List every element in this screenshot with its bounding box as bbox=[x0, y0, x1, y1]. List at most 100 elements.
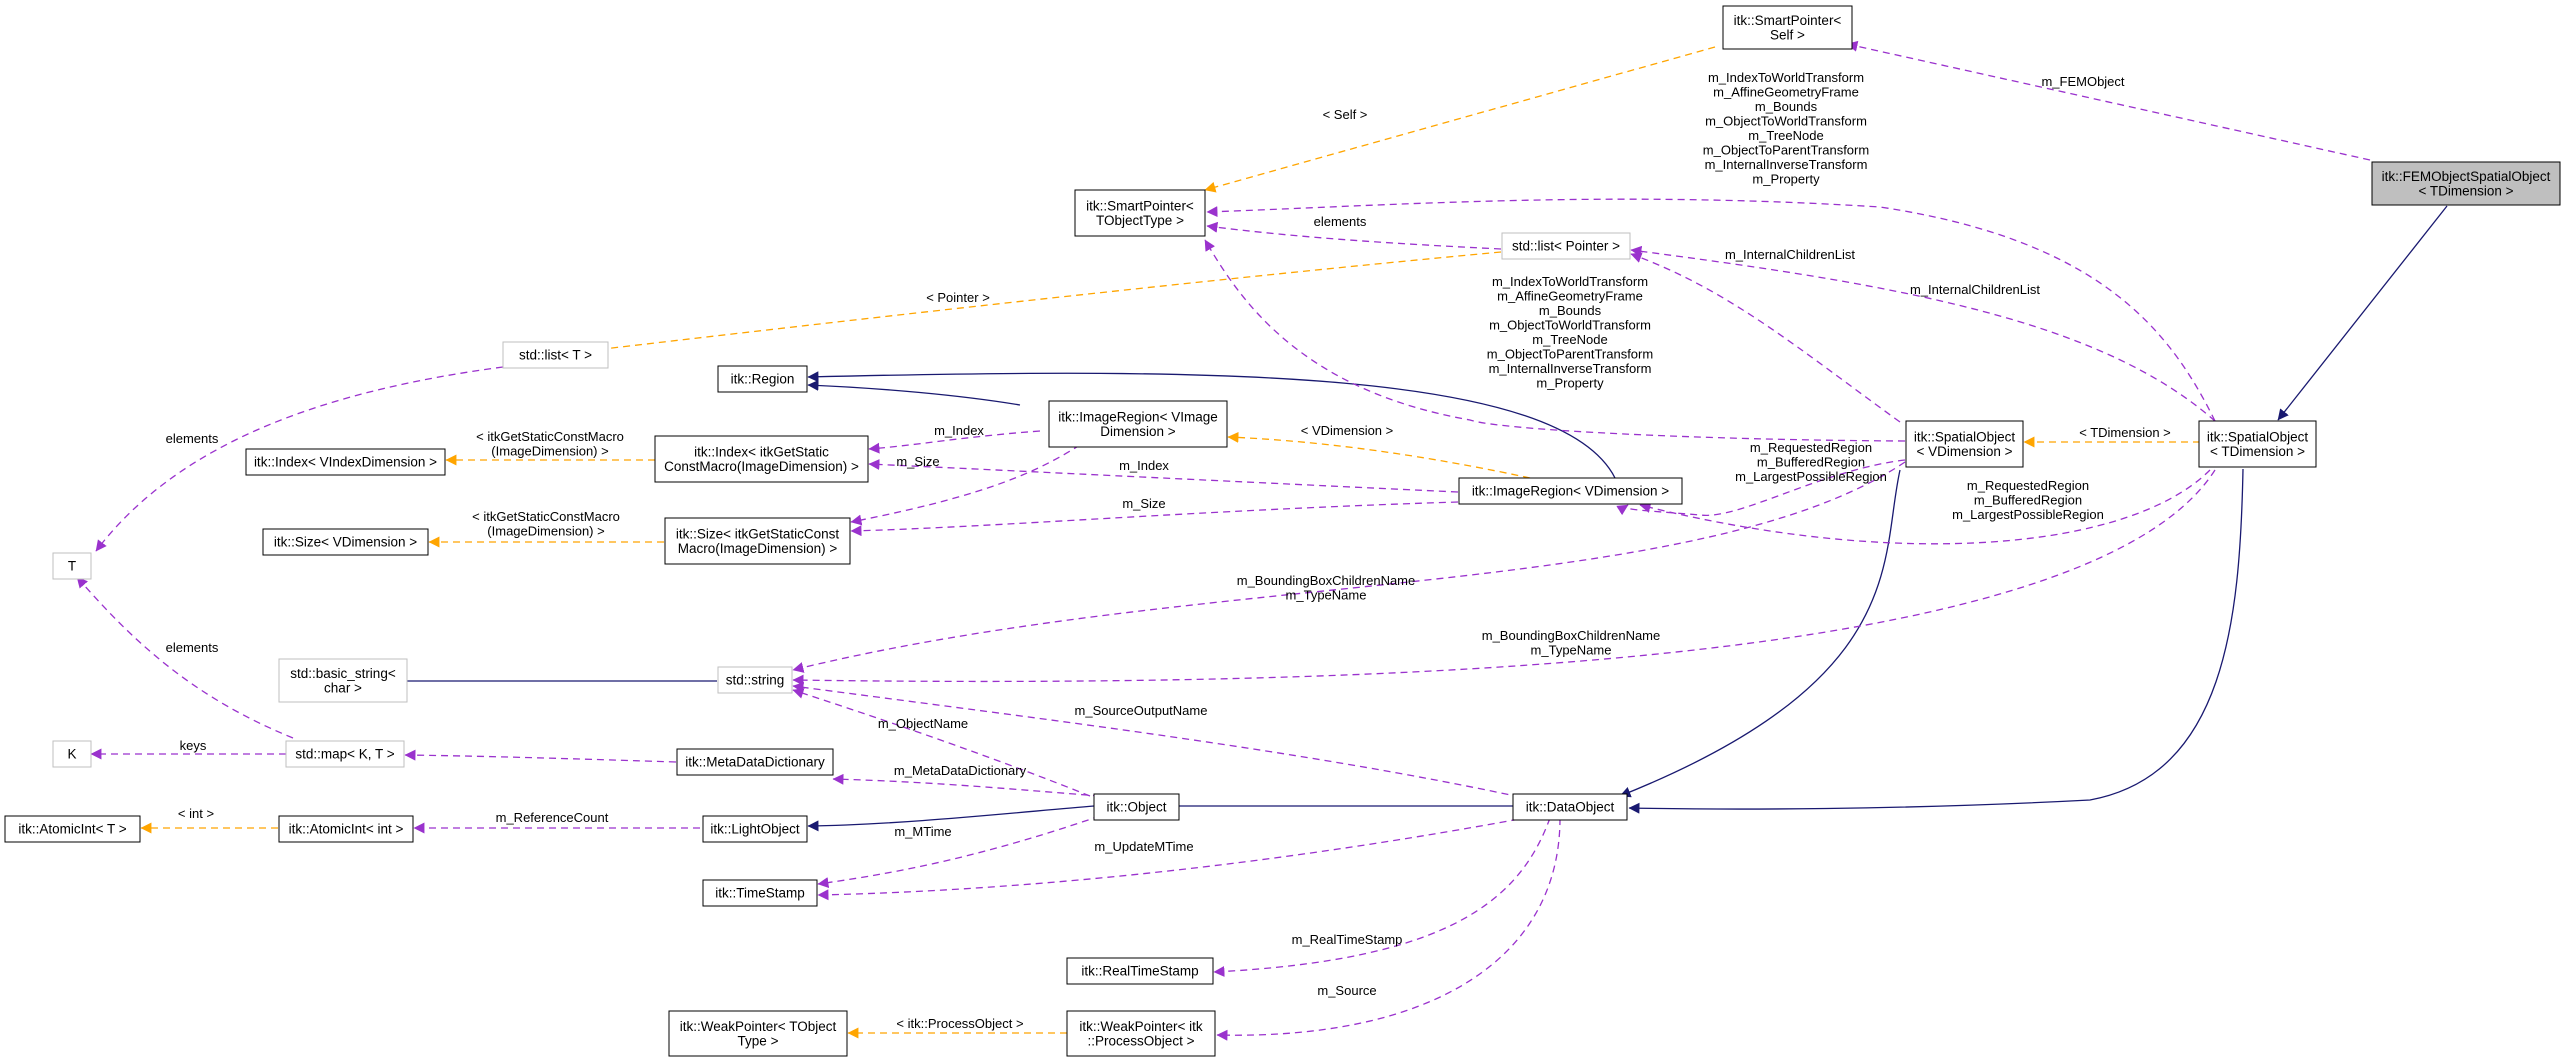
label-procobj-template: < itk::ProcessObject > bbox=[896, 1016, 1023, 1031]
node-smartpointer-self[interactable]: itk::SmartPointer<Self > bbox=[1722, 5, 1853, 50]
node-atomicint-t-label-0: itk::AtomicInt< T > bbox=[18, 822, 126, 837]
node-smartpointer-self-label-0: itk::SmartPointer< bbox=[1734, 13, 1842, 28]
edge-spatialobject-v-inherits-dataobject bbox=[1619, 469, 1901, 798]
edge-dataobject-m-sourceoutputname bbox=[792, 681, 1521, 798]
label-smartpointer-members-top-line-4: m_TreeNode bbox=[1748, 128, 1823, 143]
label-m-objectname-line-0: m_ObjectName bbox=[878, 716, 968, 731]
node-spatialobject-vdimension-label-1: < VDimension > bbox=[1916, 444, 2012, 459]
label-smartpointer-members-top-line-5: m_ObjectToParentTransform bbox=[1703, 143, 1869, 158]
label-m-referencecount: m_ReferenceCount bbox=[496, 810, 609, 825]
label-m-updatemtime-line-0: m_UpdateMTime bbox=[1094, 839, 1193, 854]
label-elements-t2-line-0: elements bbox=[166, 640, 219, 655]
node-imageregion-vimage-box bbox=[1048, 400, 1228, 448]
node-fem-spatialobject[interactable]: itk::FEMObjectSpatialObject< TDimension … bbox=[2371, 161, 2561, 206]
node-index-vindexdimension[interactable]: itk::Index< VIndexDimension > bbox=[245, 448, 446, 476]
node-size-static[interactable]: itk::Size< itkGetStaticConstMacro(ImageD… bbox=[664, 517, 851, 565]
label-smartpointer-members-mid-line-1: m_AffineGeometryFrame bbox=[1497, 289, 1643, 304]
label-regions-v-line-2: m_LargestPossibleRegion bbox=[1735, 469, 1887, 484]
node-basic-string-label-0: std::basic_string< bbox=[290, 666, 396, 681]
node-metadatadictionary[interactable]: itk::MetaDataDictionary bbox=[676, 748, 834, 776]
edge-imageregion-vdim-inherits-region bbox=[807, 371, 1616, 479]
node-realtimestamp[interactable]: itk::RealTimeStamp bbox=[1066, 957, 1214, 985]
label-m-realtimestamp-line-0: m_RealTimeStamp bbox=[1292, 932, 1403, 947]
label-children-v-line-0: m_InternalChildrenList bbox=[1725, 247, 1855, 262]
edge-fem-inherits-spatialobject-t bbox=[2277, 205, 2448, 421]
node-index-vindexdimension-label-0: itk::Index< VIndexDimension > bbox=[254, 455, 437, 470]
node-spatialobject-vdimension-box bbox=[1905, 420, 2024, 468]
label-m-index-b-line-0: m_Index bbox=[1119, 458, 1169, 473]
label-m-metadatadictionary: m_MetaDataDictionary bbox=[894, 763, 1027, 778]
node-spatialobject-tdimension-label-1: < TDimension > bbox=[2210, 444, 2305, 459]
node-atomicint-t[interactable]: itk::AtomicInt< T > bbox=[4, 815, 141, 843]
node-weakpointer-tobjecttype-label-1: Type > bbox=[738, 1033, 779, 1048]
node-atomicint-int-box bbox=[278, 815, 414, 843]
node-imageregion-vimage-label-1: Dimension > bbox=[1100, 424, 1176, 439]
node-k[interactable]: K bbox=[52, 740, 92, 768]
edge-imageregion-vdim-vdim-template bbox=[1227, 431, 1531, 479]
label-regions-t-line-0: m_RequestedRegion bbox=[1967, 478, 2089, 493]
node-size-vdimension[interactable]: itk::Size< VDimension > bbox=[262, 528, 429, 556]
node-dataobject-label-0: itk::DataObject bbox=[1526, 800, 1615, 815]
node-list-t-box bbox=[502, 341, 609, 369]
node-t[interactable]: T bbox=[52, 552, 92, 580]
label-self-template-line-0: < Self > bbox=[1323, 107, 1368, 122]
node-smartpointer-tobjecttype[interactable]: itk::SmartPointer<TObjectType > bbox=[1074, 189, 1206, 237]
label-m-mtime: m_MTime bbox=[894, 824, 951, 839]
node-spatialobject-tdimension-label-0: itk::SpatialObject bbox=[2207, 429, 2309, 444]
node-realtimestamp-label-0: itk::RealTimeStamp bbox=[1081, 964, 1198, 979]
node-lightobject[interactable]: itk::LightObject bbox=[702, 815, 808, 843]
label-vdim-template: < VDimension > bbox=[1301, 423, 1394, 438]
node-object-label-0: itk::Object bbox=[1106, 800, 1166, 815]
node-object[interactable]: itk::Object bbox=[1093, 793, 1180, 821]
node-metadatadictionary-box bbox=[676, 748, 834, 776]
label-m-referencecount-line-0: m_ReferenceCount bbox=[496, 810, 609, 825]
node-list-pointer-box bbox=[1501, 232, 1631, 260]
node-size-vdimension-box bbox=[262, 528, 429, 556]
edge-imageregion-vdim-m-index bbox=[868, 458, 1459, 493]
node-std-map[interactable]: std::map< K, T > bbox=[285, 740, 405, 768]
label-m-realtimestamp: m_RealTimeStamp bbox=[1292, 932, 1403, 947]
label-index-template-line-1: (ImageDimension) > bbox=[491, 444, 608, 459]
edge-imageregion-vimg-m-size bbox=[850, 444, 1081, 526]
label-smartpointer-members-mid-line-3: m_ObjectToWorldTransform bbox=[1489, 318, 1651, 333]
node-std-string[interactable]: std::string bbox=[717, 666, 793, 694]
node-dataobject[interactable]: itk::DataObject bbox=[1512, 793, 1628, 821]
label-size-template-line-1: (ImageDimension) > bbox=[487, 524, 604, 539]
node-fem-spatialobject-box bbox=[2371, 161, 2561, 206]
node-imageregion-vdimension[interactable]: itk::ImageRegion< VDimension > bbox=[1458, 477, 1683, 505]
node-basic-string[interactable]: std::basic_string<char > bbox=[278, 658, 408, 703]
node-smartpointer-self-label-1: Self > bbox=[1770, 27, 1805, 42]
node-spatialobject-vdimension[interactable]: itk::SpatialObject< VDimension > bbox=[1905, 420, 2024, 468]
node-list-pointer[interactable]: std::list< Pointer > bbox=[1501, 232, 1631, 260]
node-timestamp[interactable]: itk::TimeStamp bbox=[702, 879, 818, 907]
label-int-template: < int > bbox=[178, 806, 214, 821]
node-list-t[interactable]: std::list< T > bbox=[502, 341, 609, 369]
node-k-label-0: K bbox=[67, 747, 76, 762]
node-spatialobject-tdimension[interactable]: itk::SpatialObject< TDimension > bbox=[2198, 420, 2317, 468]
node-index-static[interactable]: itk::Index< itkGetStaticConstMacro(Image… bbox=[654, 435, 869, 483]
label-m-size-b-line-0: m_Size bbox=[1122, 496, 1165, 511]
node-atomicint-int[interactable]: itk::AtomicInt< int > bbox=[278, 815, 414, 843]
label-pointer-template-line-0: < Pointer > bbox=[926, 290, 990, 305]
edge-listpointer-pointer-template bbox=[577, 251, 1502, 357]
node-std-map-label-0: std::map< K, T > bbox=[295, 747, 394, 762]
node-weakpointer-processobject[interactable]: itk::WeakPointer< itk::ProcessObject > bbox=[1066, 1010, 1216, 1057]
node-weakpointer-tobjecttype[interactable]: itk::WeakPointer< TObjectType > bbox=[668, 1010, 848, 1057]
node-atomicint-int-label-0: itk::AtomicInt< int > bbox=[289, 822, 404, 837]
node-realtimestamp-box bbox=[1066, 957, 1214, 985]
node-size-static-label-0: itk::Size< itkGetStaticConst bbox=[676, 526, 839, 541]
node-region[interactable]: itk::Region bbox=[717, 365, 808, 393]
node-imageregion-vdimension-box bbox=[1458, 477, 1683, 505]
label-self-template: < Self > bbox=[1323, 107, 1368, 122]
edge-object-m-metadatadictionary bbox=[832, 773, 1101, 797]
label-children-t-line-0: m_InternalChildrenList bbox=[1910, 282, 2040, 297]
label-tdim-template-line-0: < TDimension > bbox=[2079, 425, 2171, 440]
label-m-source: m_Source bbox=[1317, 983, 1376, 998]
label-m-index-b: m_Index bbox=[1119, 458, 1169, 473]
label-children-t: m_InternalChildrenList bbox=[1910, 282, 2040, 297]
node-imageregion-vimage-label-0: itk::ImageRegion< VImage bbox=[1058, 409, 1217, 424]
